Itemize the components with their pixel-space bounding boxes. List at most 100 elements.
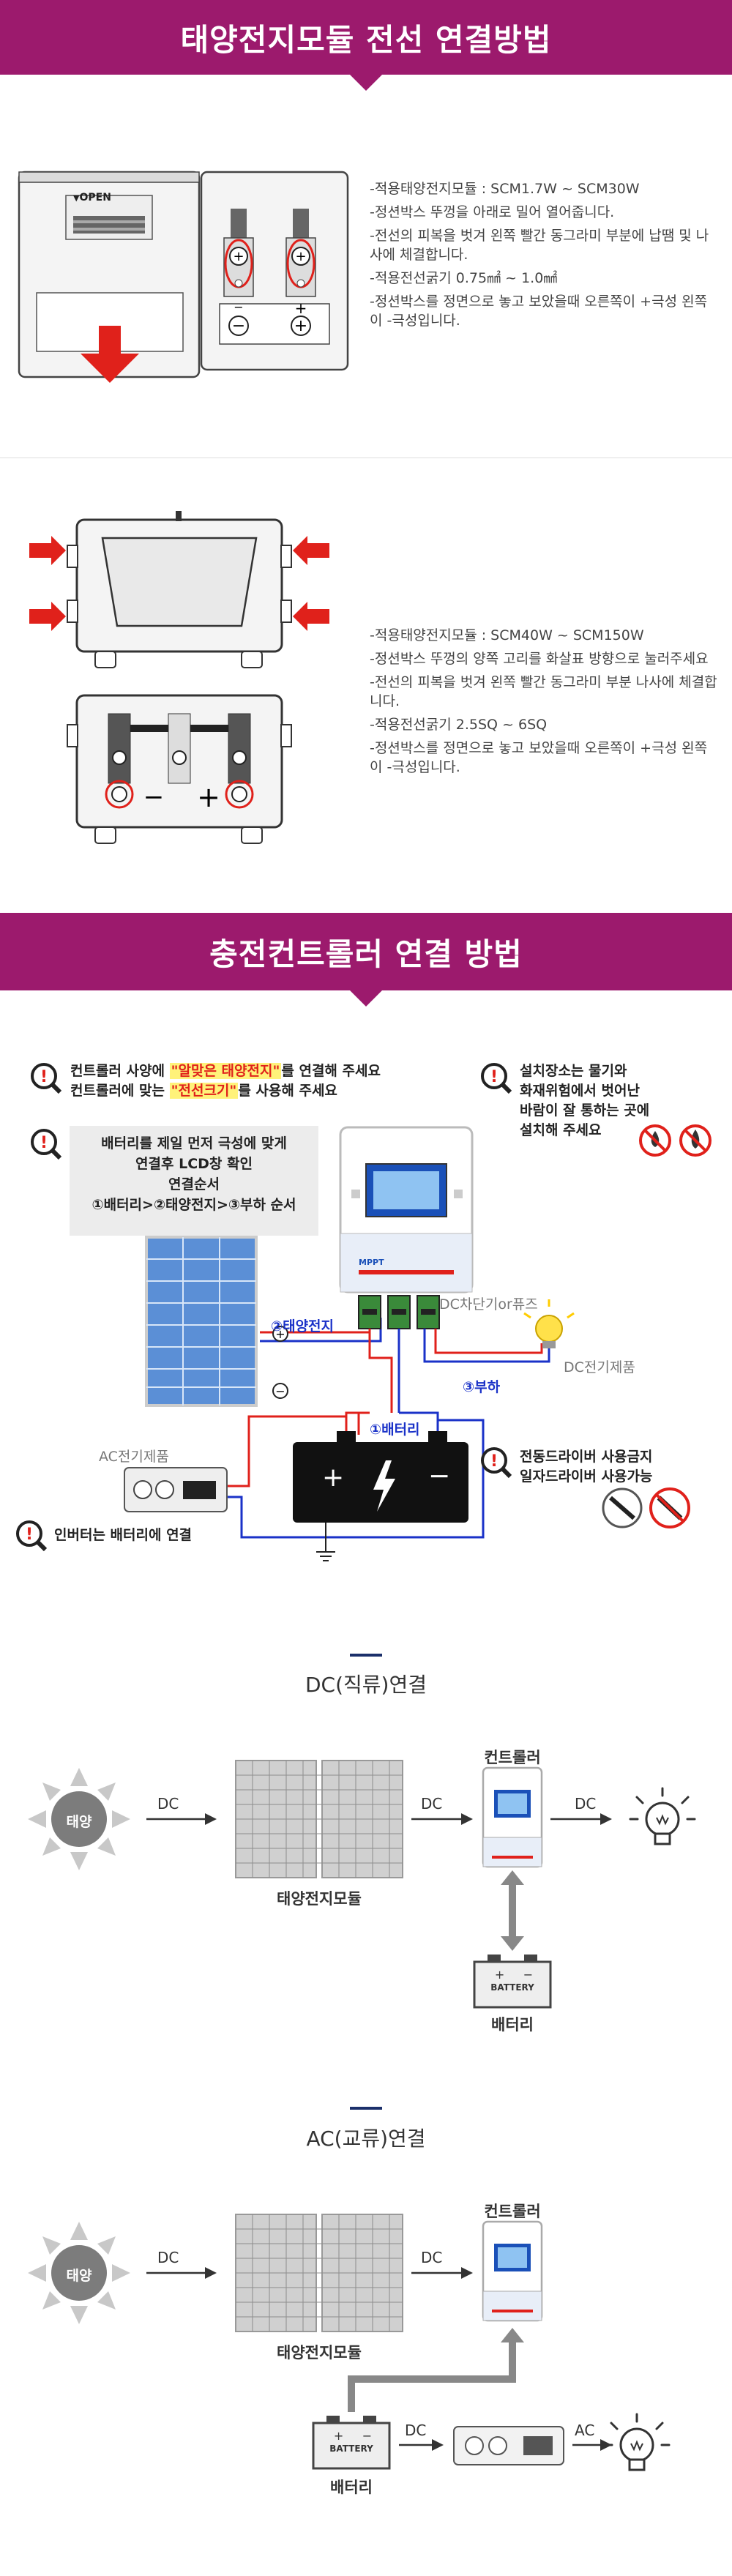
mppt-label: MPPT xyxy=(359,1258,384,1267)
spec-line: -적용전선굵기 0.75㎟ ~ 1.0㎟ xyxy=(370,270,558,286)
spec-line: -적용전선굵기 2.5SQ ~ 6SQ xyxy=(370,717,548,733)
note-controller-spec: 컨트롤러 사양에 "알맞은 태양전지"를 연결해 주세요 컨트롤러에 맞는 "전… xyxy=(70,1061,480,1101)
svg-text:!: ! xyxy=(26,1526,33,1544)
section1-banner: 태양전지모듈 전선 연결방법 xyxy=(0,0,732,75)
note-line: 전동드라이버 사용금지 xyxy=(520,1449,653,1465)
ac-arrow-label: DC xyxy=(405,2422,427,2439)
search-icon: ! xyxy=(479,1446,513,1482)
spec-line: -적용태양전지모듈 : SCM1.7W ~ SCM30W xyxy=(370,181,640,197)
note-line: 화재위험에서 벗어난 xyxy=(520,1083,640,1099)
section1-title: 태양전지모듈 전선 연결방법 xyxy=(180,21,552,58)
svg-text:+: + xyxy=(197,781,220,813)
ac-battery-label: 배터리 xyxy=(330,2479,373,2496)
svg-text:+: + xyxy=(275,1327,285,1341)
note-text: 컨트롤러에 맞는 xyxy=(70,1083,170,1099)
screwdriver-icons xyxy=(602,1487,690,1528)
section2-title: 충전컨트롤러 연결 방법 xyxy=(209,936,523,972)
spec-line: -정션박스 뚜껑의 양쪽 고리를 화살표 방향으로 눌러주세요 xyxy=(370,651,709,667)
svg-text:!: ! xyxy=(40,1134,48,1152)
spec-line: -정션박스를 정면으로 놓고 보았을때 오른쪽이 +극성 왼쪽이 -극성입니다. xyxy=(370,740,708,775)
dc-panel-label: 태양전지모듈 xyxy=(277,1890,362,1908)
small-junction-lid-diagram xyxy=(18,171,201,383)
label-dc-product: DC전기제품 xyxy=(564,1359,635,1375)
note-text: 를 사용해 주세요 xyxy=(238,1083,337,1099)
spec-line: -적용태양전지모듈 : SCM40W ~ SCM150W xyxy=(370,627,644,643)
search-icon: ! xyxy=(15,1519,48,1556)
spec-line: -정션박스를 정면으로 놓고 보았을때 오른쪽이 +극성 왼쪽이 -극성입니다. xyxy=(370,294,708,329)
search-icon: ! xyxy=(479,1061,513,1098)
ac-battery-signs: + − xyxy=(333,2429,373,2443)
svg-text:−: − xyxy=(428,1461,450,1491)
banner-arrow xyxy=(350,75,382,91)
ac-arrow-label: AC xyxy=(575,2422,595,2439)
dc-title-bar xyxy=(350,1654,382,1657)
open-label: OPEN xyxy=(79,192,111,204)
spec-line: -전선의 피복을 벗겨 왼쪽 빨간 동그라미 부분 나사에 체결합니다. xyxy=(370,674,717,709)
note-driver: 전동드라이버 사용금지 일자드라이버 사용가능 xyxy=(520,1447,717,1487)
box-line: 배터리를 제일 먼저 극성에 맞게 xyxy=(101,1135,287,1151)
svg-text:+: + xyxy=(322,1463,344,1493)
svg-text:+: + xyxy=(295,299,307,317)
svg-text:−: − xyxy=(143,783,165,812)
dc-title: DC(직류)연결 xyxy=(305,1673,427,1697)
note-highlight: "전선크기" xyxy=(169,1083,239,1099)
ac-arrow-label: DC xyxy=(157,2249,179,2266)
search-icon: ! xyxy=(29,1061,63,1098)
ac-diagram xyxy=(28,2214,671,2471)
svg-text:!: ! xyxy=(490,1068,498,1086)
label-ac-product: AC전기제품 xyxy=(99,1449,169,1465)
dc-arrow-label: DC xyxy=(421,1795,443,1812)
small-junction-open-diagram: + + − + − + xyxy=(200,171,349,371)
ac-sun-label: 태양 xyxy=(66,2268,92,2284)
banner-arrow xyxy=(350,990,382,1007)
spec-line: -전선의 피복을 벗겨 왼쪽 빨간 동그라미 부분에 납땜 및 나사에 체결합니… xyxy=(370,228,709,263)
note-text: 컨트롤러 사양에 xyxy=(70,1063,170,1079)
large-junction-specs: -적용태양전지모듈 : SCM40W ~ SCM150W -정션박스 뚜껑의 양… xyxy=(370,626,717,781)
ac-controller-label: 컨트롤러 xyxy=(484,2203,541,2220)
dc-battery-text: BATTERY xyxy=(490,1982,534,1993)
note-inverter: 인버터는 배터리에 연결 xyxy=(54,1527,193,1543)
note-line: 설치장소는 물기와 xyxy=(520,1063,627,1079)
note-install-location: 설치장소는 물기와 화재위험에서 벗어난 바람이 잘 통하는 곳에 설치해 주세… xyxy=(520,1061,717,1140)
label-load: ③부하 xyxy=(463,1379,501,1395)
connection-order-box: 배터리를 제일 먼저 극성에 맞게 연결후 LCD창 확인 연결순서 ①배터리>… xyxy=(70,1126,318,1236)
small-junction-specs: -적용태양전지모듈 : SCM1.7W ~ SCM30W -정션박스 뚜껑을 아… xyxy=(370,179,717,335)
box-line: 연결후 LCD창 확인 xyxy=(135,1156,253,1172)
dc-sun-label: 태양 xyxy=(66,1814,92,1830)
note-line: 설치해 주세요 xyxy=(520,1122,602,1138)
box-line: ①배터리>②태양전지>③부하 순서 xyxy=(92,1197,296,1213)
box-line: 연결순서 xyxy=(168,1176,220,1192)
open-label-wrap: ▼OPEN xyxy=(73,192,111,204)
svg-text:+: + xyxy=(294,317,307,335)
note-line: 일자드라이버 사용가능 xyxy=(520,1468,653,1485)
label-battery: ①배터리 xyxy=(370,1422,420,1438)
no-water-no-fire-icons xyxy=(639,1124,712,1157)
dc-controller-label: 컨트롤러 xyxy=(484,1749,541,1766)
label-solar: ②태양전지 xyxy=(271,1318,335,1334)
ac-battery-text: BATTERY xyxy=(329,2444,373,2454)
svg-text:−: − xyxy=(232,317,245,335)
svg-text:!: ! xyxy=(40,1068,48,1086)
dc-diagram xyxy=(28,1760,696,2009)
label-fuse: DC차단기or퓨즈 xyxy=(439,1296,538,1313)
note-text: 를 연결해 주세요 xyxy=(281,1063,381,1079)
dc-battery-label: 배터리 xyxy=(491,2016,534,2034)
ac-arrow-label: DC xyxy=(421,2249,443,2266)
dc-arrow-label: DC xyxy=(575,1795,597,1812)
section2-banner: 충전컨트롤러 연결 방법 xyxy=(0,913,732,990)
dc-arrow-label: DC xyxy=(157,1795,179,1812)
ac-panel-label: 태양전지모듈 xyxy=(277,2344,362,2362)
wiring-diagram: + − MPPT + − xyxy=(124,1126,575,1561)
svg-text:−: − xyxy=(234,300,243,314)
spec-line: -정션박스 뚜껑을 아래로 밀어 열어줍니다. xyxy=(370,204,615,220)
svg-text:!: ! xyxy=(490,1452,498,1471)
search-icon: ! xyxy=(29,1127,63,1164)
note-highlight: "알맞은 태양전지" xyxy=(169,1063,282,1079)
svg-text:+: + xyxy=(295,249,306,264)
note-line: 바람이 잘 통하는 곳에 xyxy=(520,1102,650,1119)
ac-title-bar xyxy=(350,2107,382,2110)
dc-battery-signs: + − xyxy=(494,1968,534,1982)
svg-text:+: + xyxy=(233,249,244,264)
ac-title: AC(교류)연결 xyxy=(306,2127,426,2151)
